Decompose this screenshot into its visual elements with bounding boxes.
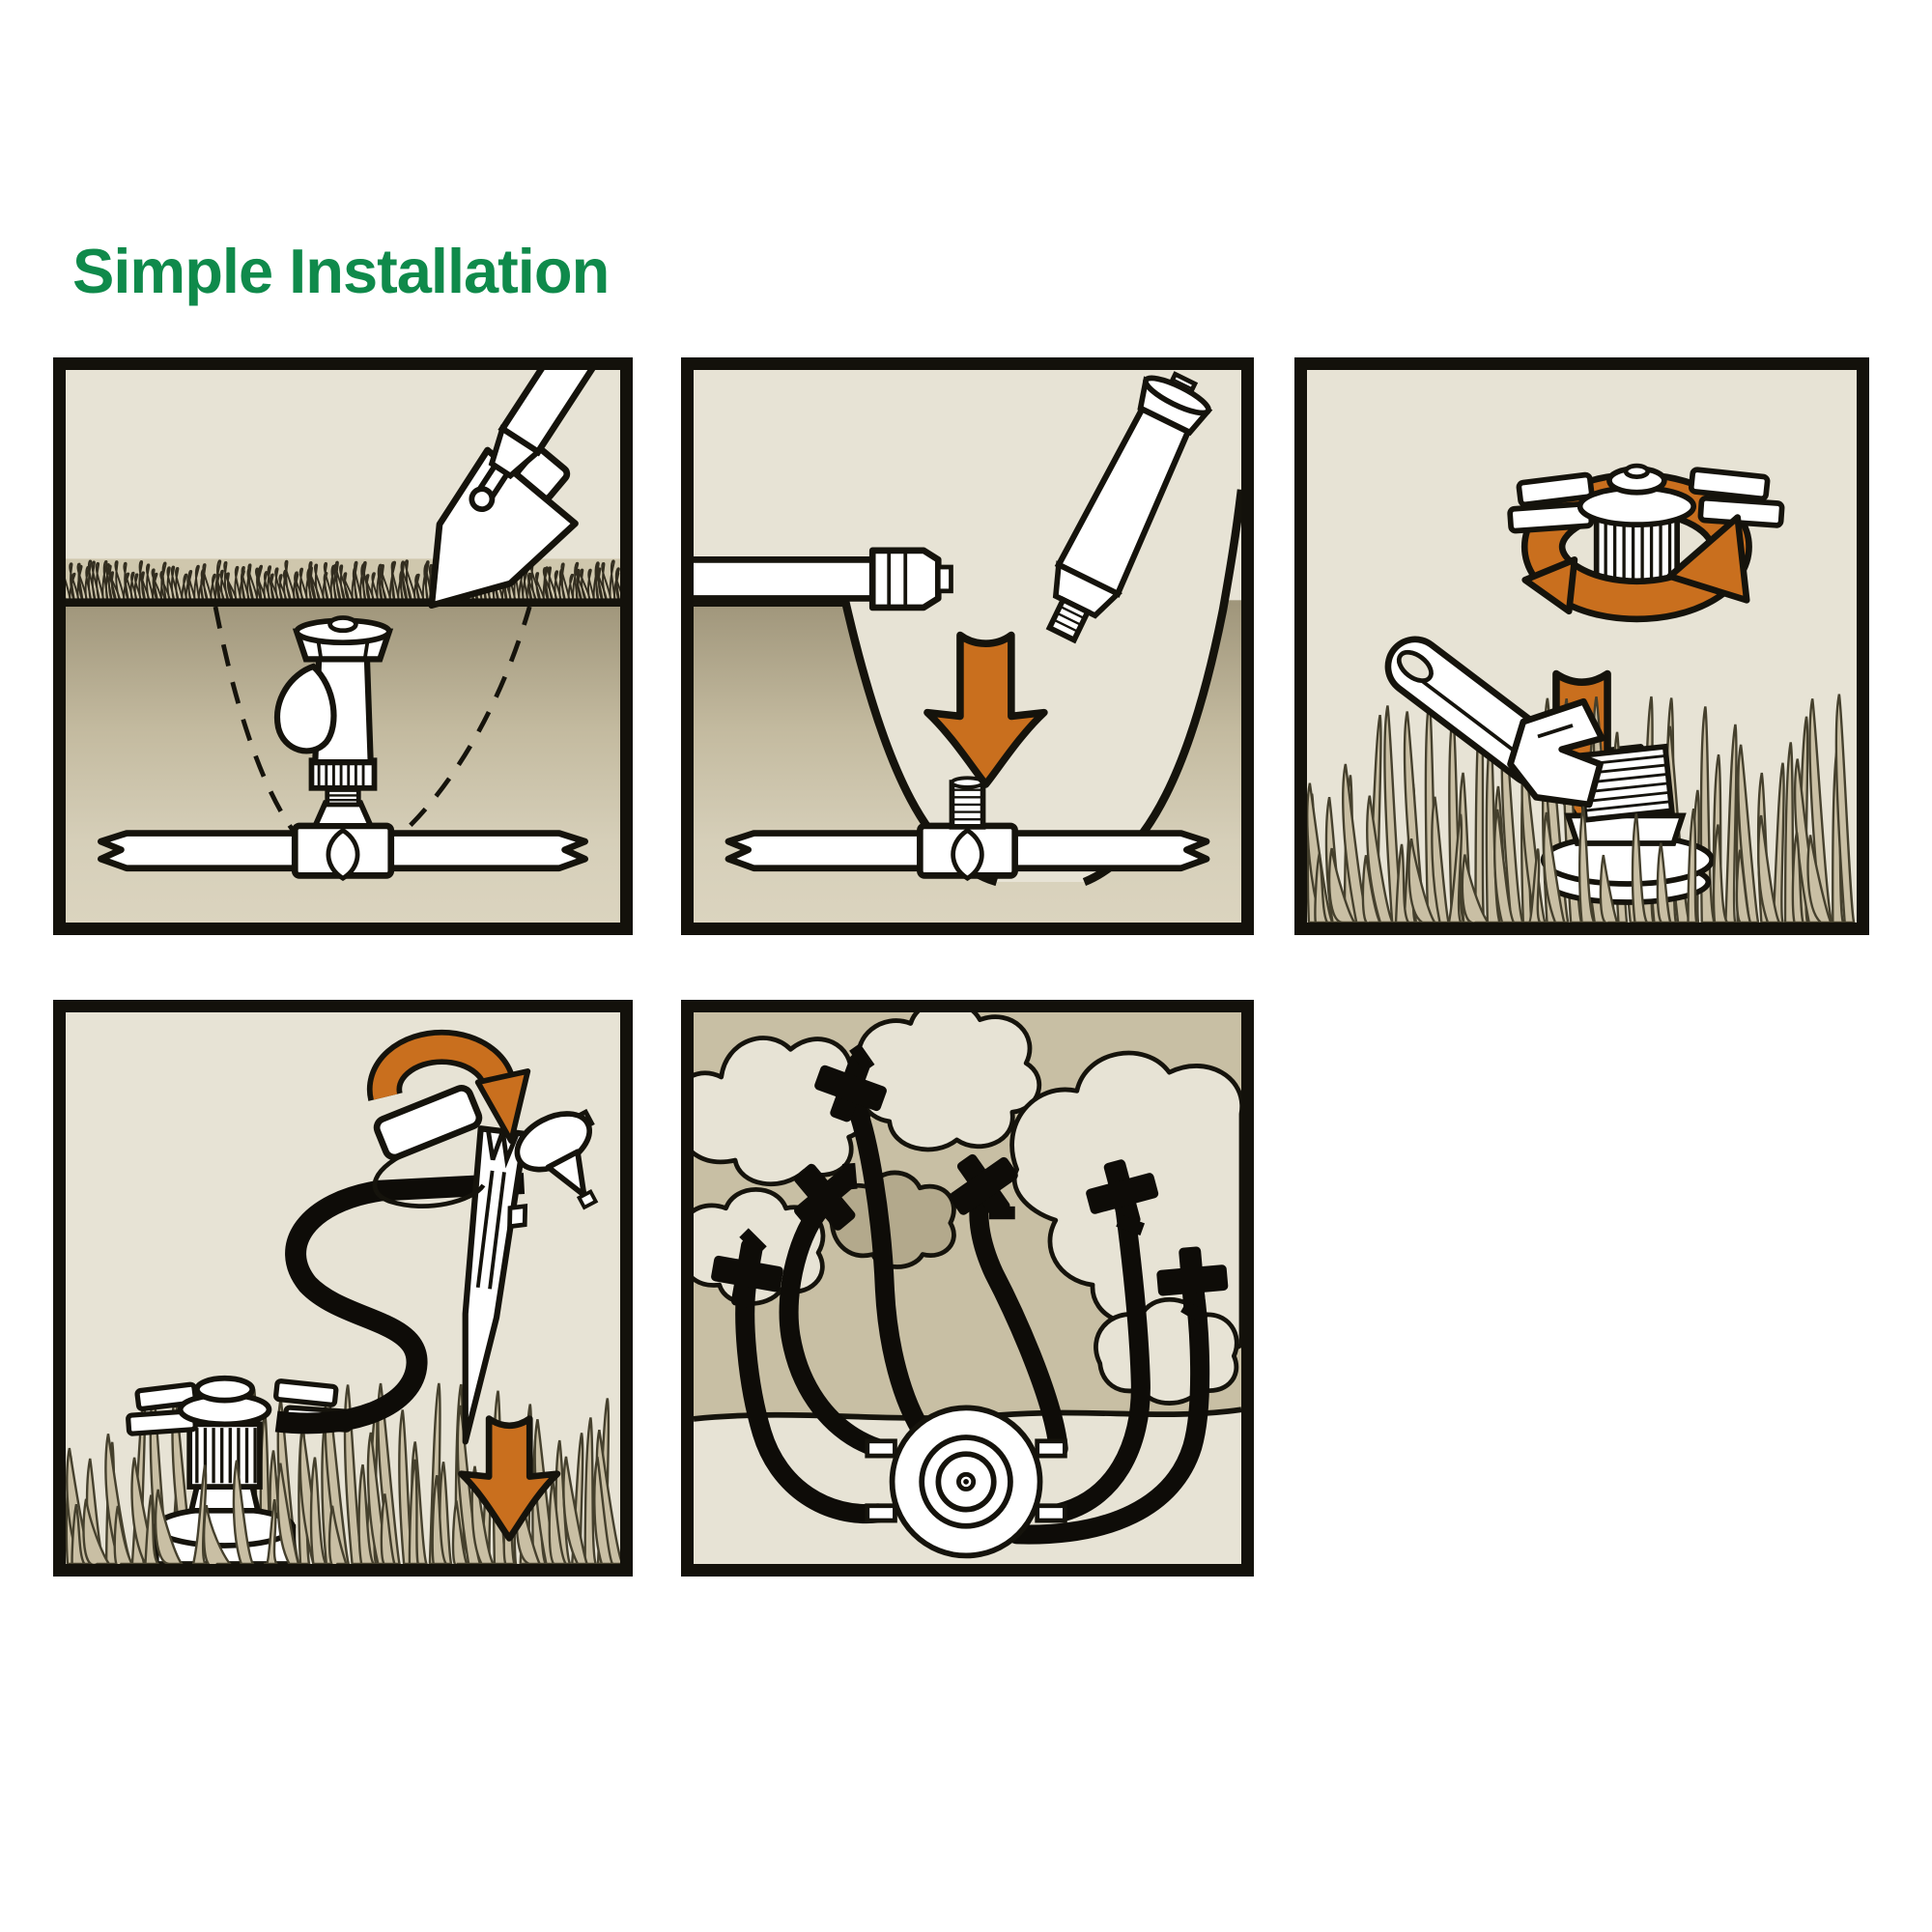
down-arrow-icon (923, 631, 1048, 788)
dripper-head-icon (514, 1108, 599, 1210)
black-tubing (274, 1173, 526, 1435)
dig-outline-dashed (213, 606, 532, 875)
distribution-manifold (865, 1405, 1067, 1559)
stake-cap (373, 1085, 483, 1161)
rotation-band-arrow-front (1520, 514, 1752, 623)
glue-tube-icon (469, 370, 620, 512)
page-title: Simple Installation (72, 236, 610, 306)
step3-illustration (1307, 370, 1857, 923)
grass-front (1314, 806, 1833, 923)
step5-illustration (694, 1012, 1241, 1564)
panel-step5 (681, 1000, 1254, 1577)
step2-illustration (694, 370, 1241, 923)
panel-step4 (53, 1000, 633, 1577)
rotation-arrow-icon (366, 1029, 531, 1145)
tilted-sprinkler-body (1045, 371, 1213, 644)
glue-drop (273, 663, 337, 754)
ground-line (66, 598, 620, 608)
step4-illustration (66, 1012, 620, 1564)
panel-step3 (1294, 357, 1869, 935)
down-arrow-icon (458, 1415, 561, 1542)
nozzle-turret (1507, 463, 1785, 592)
barbed-fittings (711, 1043, 1229, 1325)
cap-tether (372, 1146, 486, 1209)
pipe-tee-riser (724, 776, 1210, 882)
panel-step1 (53, 357, 633, 935)
capped-pipe-on-grass (694, 547, 953, 611)
panel-step2 (681, 357, 1254, 935)
black-tubing (735, 1087, 1210, 1545)
wrench-icon (1384, 636, 1605, 809)
step1-illustration (66, 370, 620, 923)
drip-stake (462, 1125, 528, 1445)
ground-line (694, 598, 849, 608)
pipe-tee (98, 822, 588, 882)
